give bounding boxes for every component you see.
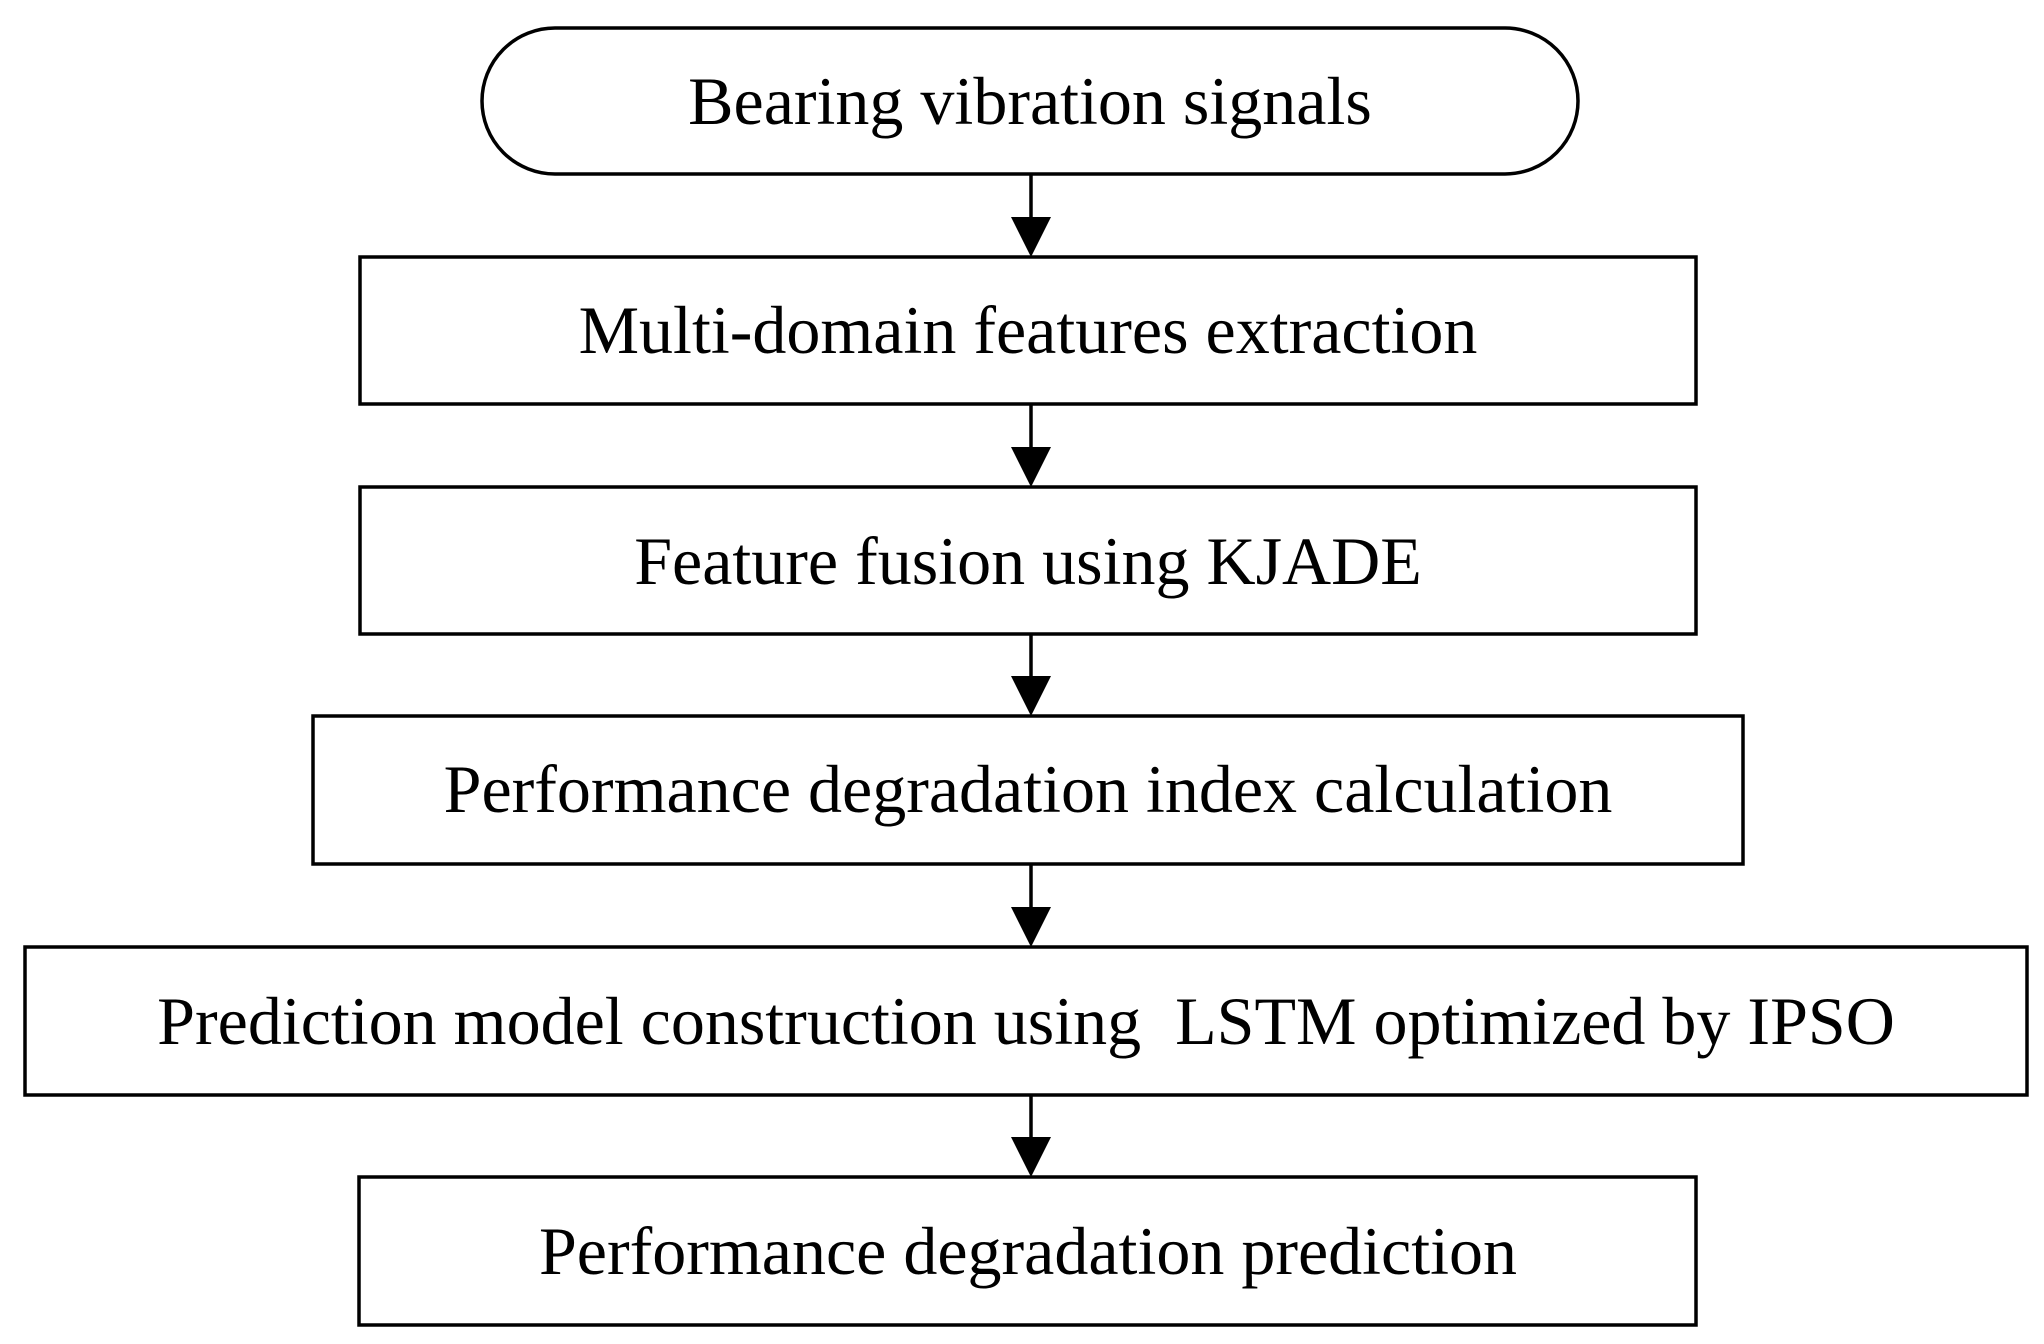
process-shape: [358, 255, 1698, 406]
process-shape: [23, 945, 2029, 1097]
arrow-model-to-prediction: [1011, 1095, 1051, 1177]
step-label: Feature fusion using KJADE: [634, 523, 1422, 599]
step-prediction-model-construction: Prediction model construction using LSTM…: [23, 945, 2029, 1097]
arrow-signals-to-extraction: [1011, 174, 1051, 257]
process-shape: [311, 714, 1745, 866]
arrowhead: [1011, 447, 1051, 487]
step-bearing-vibration-signals: Bearing vibration signals: [480, 26, 1580, 176]
arrowhead: [1011, 676, 1051, 716]
step-multi-domain-features-extraction: Multi-domain features extraction: [358, 255, 1698, 406]
process-shape: [357, 1175, 1698, 1327]
process-shape: [358, 485, 1698, 636]
arrow-index-to-model: [1011, 864, 1051, 947]
step-label: Multi-domain features extraction: [579, 292, 1478, 368]
step-feature-fusion-kjade: Feature fusion using KJADE: [358, 485, 1698, 636]
arrowhead: [1011, 217, 1051, 257]
step-label: Prediction model construction using LSTM…: [157, 983, 1895, 1059]
step-performance-degradation-prediction: Performance degradation prediction: [357, 1175, 1698, 1327]
step-degradation-index-calculation: Performance degradation index calculatio…: [311, 714, 1745, 866]
arrowhead: [1011, 907, 1051, 947]
arrow-fusion-to-index: [1011, 634, 1051, 716]
step-label: Performance degradation prediction: [539, 1213, 1517, 1289]
step-label: Bearing vibration signals: [688, 63, 1372, 139]
arrow-extraction-to-fusion: [1011, 404, 1051, 487]
step-label: Performance degradation index calculatio…: [444, 751, 1613, 827]
arrowhead: [1011, 1137, 1051, 1177]
